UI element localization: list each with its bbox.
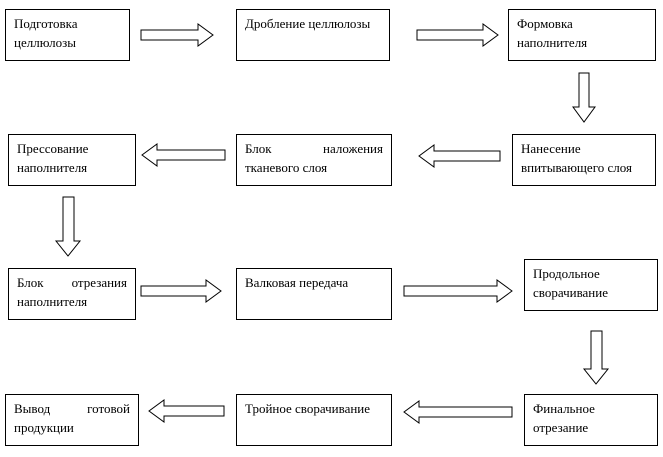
step-label-line: Нанесение xyxy=(521,141,581,156)
step-box-s3: Формовка наполнителя xyxy=(508,9,656,61)
arrow-left-s11-s12 xyxy=(148,399,225,423)
arrow-down-s3-s4 xyxy=(572,72,596,123)
step-box-s8: Валковая передача xyxy=(236,268,392,320)
arrow-left-s10-s11 xyxy=(403,400,513,424)
step-label-line: наполнителя xyxy=(17,160,88,175)
step-box-s11: Тройное сворачивание xyxy=(236,394,392,446)
step-label-line: Подготовка xyxy=(14,16,78,31)
step-box-s7: Блок отрезания наполнителя xyxy=(8,268,136,320)
step-label-line: сворачивание xyxy=(533,285,608,300)
arrow-down-s6-s7 xyxy=(54,196,82,257)
step-label-line: Тройное сворачивание xyxy=(245,401,371,416)
step-label-line: наполнителя xyxy=(517,35,588,50)
step-label-line: целлюлозы xyxy=(14,35,76,50)
arrow-right-s1-s2 xyxy=(140,23,214,47)
arrow-left-s4-s5 xyxy=(418,144,501,168)
step-label-line: Блок отрезания xyxy=(17,275,127,290)
step-box-s2: Дробление целлюлозы xyxy=(236,9,390,61)
arrow-right-s7-s8 xyxy=(140,279,222,303)
step-label-line: Валковая передача xyxy=(245,275,349,290)
arrow-left-s5-s6 xyxy=(141,143,226,167)
step-box-s4: Нанесение впитывающего слоя xyxy=(512,134,656,186)
step-box-s6: Прессование наполнителя xyxy=(8,134,136,186)
arrow-right-s8-s9 xyxy=(403,279,513,303)
step-box-s9: Продольное сворачивание xyxy=(524,259,658,311)
step-label-line: наполнителя xyxy=(17,294,88,309)
step-label-line: Блок наложения xyxy=(245,141,383,156)
step-label-line: Прессование xyxy=(17,141,89,156)
step-label-line: Финальное xyxy=(533,401,595,416)
arrow-down-s9-s10 xyxy=(582,330,610,385)
step-box-s12: Вывод готовой продукции xyxy=(5,394,139,446)
arrow-right-s2-s3 xyxy=(416,23,499,47)
step-label-line: тканевого слоя xyxy=(245,160,328,175)
step-label-line: впитывающего слоя xyxy=(521,160,632,175)
step-box-s5: Блок наложения тканевого слоя xyxy=(236,134,392,186)
step-label-line: продукции xyxy=(14,420,74,435)
step-box-s10: Финальное отрезание xyxy=(524,394,658,446)
step-label-line: Дробление целлюлозы xyxy=(245,16,371,31)
step-label-line: Продольное xyxy=(533,266,600,281)
step-label-line: Вывод готовой xyxy=(14,401,130,416)
step-label-line: Формовка xyxy=(517,16,573,31)
step-label-line: отрезание xyxy=(533,420,589,435)
step-box-s1: Подготовка целлюлозы xyxy=(5,9,130,61)
